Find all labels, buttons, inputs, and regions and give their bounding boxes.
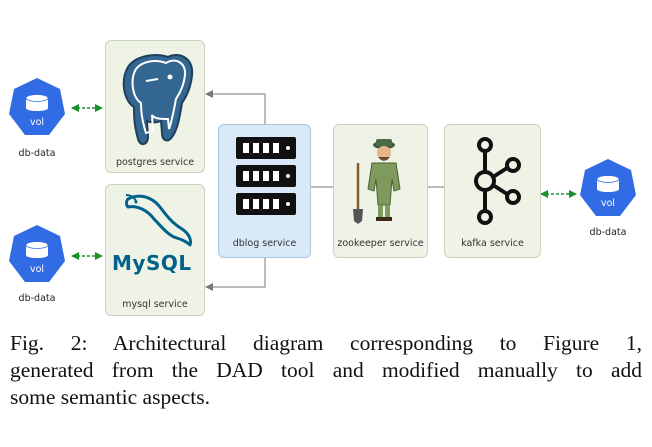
- architecture-diagram: postgres service MySQL mysql service: [7, 40, 638, 316]
- vol-text: vol: [600, 198, 616, 209]
- kafka-service-label: kafka service: [461, 238, 524, 249]
- postgres-service-label: postgres service: [115, 157, 195, 168]
- zookeeper-icon: [353, 139, 401, 224]
- db-data-label: db-data: [18, 293, 56, 304]
- dblog-to-mysql-arrow: [205, 258, 266, 291]
- caption-line-3: some semantic aspects.: [10, 385, 211, 409]
- db-data-label: db-data: [18, 148, 56, 159]
- vol-text: vol: [29, 264, 45, 275]
- vol-text: vol: [29, 117, 45, 128]
- volume-mysql: vol: [7, 223, 67, 289]
- mysql-service-label: mysql service: [122, 299, 188, 310]
- postgres-service-box: postgres service: [105, 40, 205, 173]
- zookeeper-service-box: zookeeper service: [333, 124, 428, 258]
- mysql-service-box: MySQL mysql service: [105, 184, 205, 316]
- volume-postgres: vol: [7, 76, 67, 142]
- db-data-label: db-data: [589, 227, 627, 238]
- mysql-dolphin-icon: [125, 194, 192, 247]
- kubernetes-volume-icon: [9, 225, 65, 282]
- volume-kafka: vol: [578, 157, 638, 223]
- kubernetes-volume-icon: [580, 159, 636, 216]
- mysql-logo-text: MySQL: [112, 251, 192, 275]
- postgres-elephant-icon: [122, 54, 194, 145]
- dblog-to-postgres-arrow: [205, 90, 266, 124]
- kubernetes-volume-icon: [9, 78, 65, 135]
- caption-line-1: Fig. 2: Architectural diagram correspond…: [10, 331, 642, 355]
- kafka-icon: [474, 137, 521, 225]
- connectors: [71, 90, 577, 291]
- caption-line-2: generated from the DAD tool and modified…: [10, 358, 642, 382]
- zookeeper-service-label: zookeeper service: [337, 238, 424, 249]
- server-rack-icon: [236, 137, 296, 215]
- kafka-service-box: kafka service: [444, 124, 541, 258]
- dblog-service-label: dblog service: [232, 238, 297, 249]
- figure-caption: Fig. 2: Architectural diagram correspond…: [10, 330, 642, 411]
- dblog-service-box: dblog service: [218, 124, 311, 258]
